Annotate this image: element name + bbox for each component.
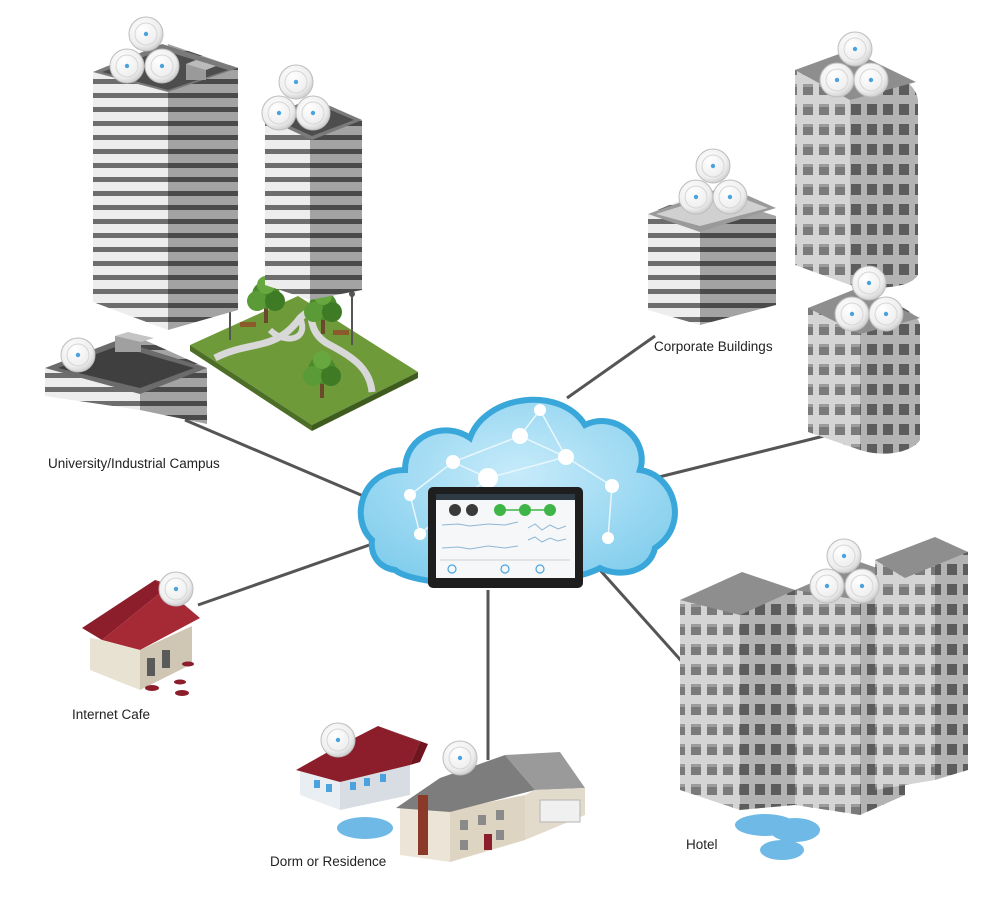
cloud-controller bbox=[357, 396, 678, 588]
hotel-block-left-front bbox=[680, 575, 740, 810]
corporate-tower-front bbox=[795, 55, 850, 285]
corporate-tower2-front bbox=[808, 292, 860, 450]
link-cafe bbox=[197, 541, 376, 607]
dorm-site bbox=[296, 722, 585, 862]
label-hotel: Hotel bbox=[686, 837, 718, 852]
hotel-site bbox=[680, 537, 968, 860]
label-cafe: Internet Cafe bbox=[72, 707, 150, 722]
dorm-roof-grey bbox=[396, 755, 535, 812]
campus-tower2-front bbox=[265, 100, 310, 300]
label-corporate: Corporate Buildings bbox=[654, 339, 773, 354]
campus-site bbox=[45, 16, 418, 431]
label-dorm: Dorm or Residence bbox=[270, 854, 386, 869]
dorm-pool bbox=[337, 817, 393, 839]
dashboard-gauges bbox=[449, 504, 556, 516]
link-campus bbox=[184, 418, 369, 500]
link-corporate-tower bbox=[654, 430, 841, 480]
campus-tower-front bbox=[93, 44, 168, 330]
hotel-block-right-front bbox=[875, 540, 935, 790]
cafe-tables bbox=[145, 661, 194, 696]
dashboard-charts bbox=[441, 521, 567, 550]
cafe-site bbox=[82, 571, 200, 696]
network-links bbox=[184, 334, 841, 760]
label-campus: University/Industrial Campus bbox=[48, 456, 220, 471]
link-corporate bbox=[566, 334, 656, 400]
park-lawn bbox=[190, 296, 418, 425]
cafe-roof-left bbox=[82, 580, 170, 640]
campus-tower2-side bbox=[310, 100, 362, 300]
cloud-nodes bbox=[404, 404, 619, 544]
campus-tower-side bbox=[168, 44, 238, 330]
dorm-roof-red bbox=[296, 726, 420, 782]
corporate-site bbox=[648, 31, 920, 454]
hotel-pools bbox=[735, 814, 820, 860]
hotel-block-mid-front bbox=[795, 565, 860, 815]
link-hotel bbox=[598, 568, 687, 667]
